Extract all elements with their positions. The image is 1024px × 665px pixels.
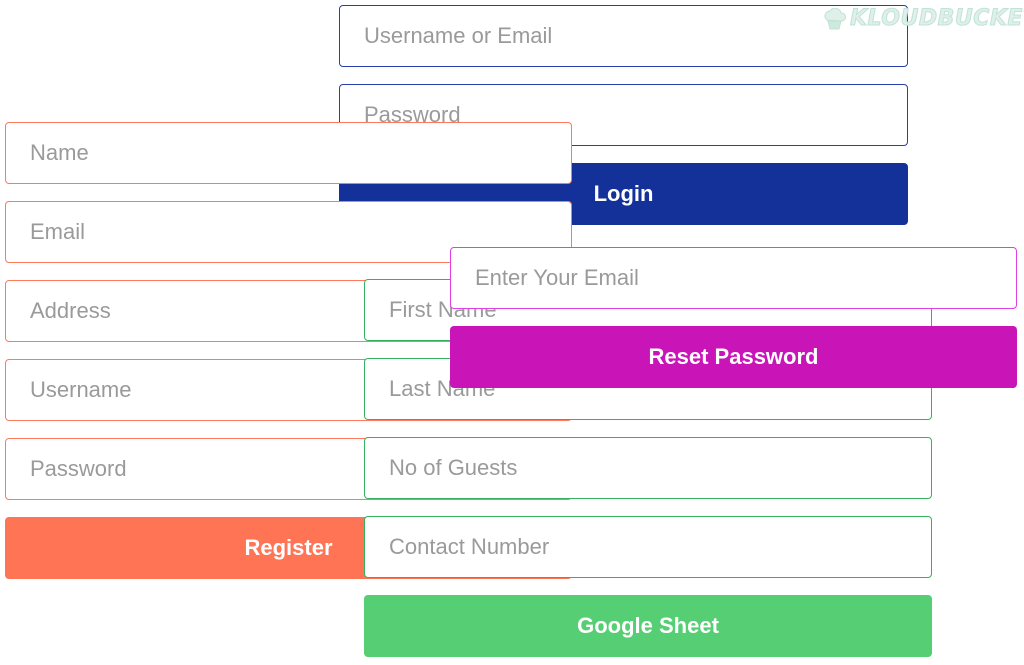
no-of-guests-input[interactable] [364,437,932,499]
reset-email-input[interactable] [450,247,1017,309]
reset-password-button-label: Reset Password [648,344,819,369]
register-button-label: Register [244,535,333,560]
login-button-label: Login [593,181,654,206]
google-sheet-button-label: Google Sheet [577,613,719,638]
reset-password-button[interactable]: Reset Password [450,326,1017,388]
contact-number-input[interactable] [364,516,932,578]
google-sheet-button[interactable]: Google Sheet [364,595,932,657]
username-or-email-input[interactable] [339,5,908,67]
name-input[interactable] [5,122,572,184]
kloudbucket-logo: KLOUDBUCKET [822,6,1024,32]
cloud-bucket-icon [824,7,846,29]
register-email-input[interactable] [5,201,572,263]
logo-text: KLOUDBUCKET [849,6,1024,32]
